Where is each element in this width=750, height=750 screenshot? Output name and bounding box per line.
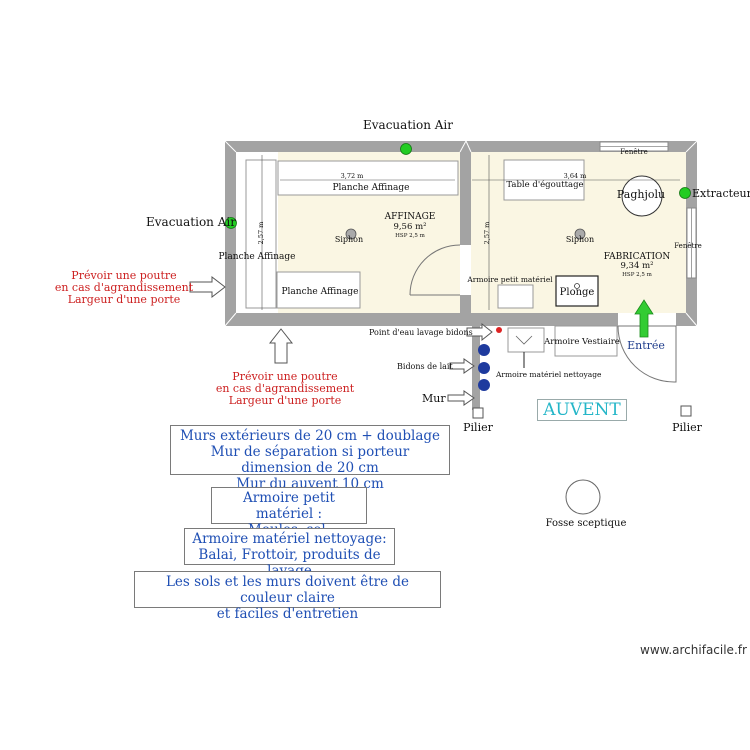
paghjolu bbox=[621, 175, 663, 217]
planche-top-label: Planche Affinage bbox=[333, 183, 410, 193]
poutre-bottom-line1: Prévoir une poutre bbox=[232, 370, 337, 383]
planche-bottom-label: Planche Affinage bbox=[282, 287, 359, 297]
plonge-drain bbox=[574, 283, 580, 289]
poutre-left-line3: Largeur d'une porte bbox=[68, 293, 181, 306]
poutre-left-line1: Prévoir une poutre bbox=[71, 269, 176, 282]
bidon-icon bbox=[478, 362, 490, 374]
pilier-left bbox=[472, 407, 484, 419]
note-sols-line1: Les sols et les murs doivent être de cou… bbox=[165, 574, 410, 606]
room-fabrication-name: FABRICATION bbox=[604, 252, 671, 262]
dim-top-left: 3,72 m bbox=[341, 172, 364, 180]
arrow-poutre-left-icon bbox=[189, 275, 226, 299]
siphon-right-icon bbox=[574, 228, 586, 240]
planche-left-label: Planche Affinage bbox=[219, 252, 296, 262]
evac-air-left-label: Evacuation Air bbox=[146, 215, 236, 229]
poutre-bottom-line3: Largeur d'une porte bbox=[229, 394, 342, 407]
entree-label: Entrée bbox=[627, 339, 665, 352]
fosse-label: Fosse sceptique bbox=[546, 518, 627, 529]
armoire-nettoyage-label: Armoire matériel nettoyage bbox=[495, 370, 602, 379]
note-armoire-petit: Armoire petit matériel : Moules, sel. bbox=[211, 487, 367, 538]
note-murs: Murs extérieurs de 20 cm + doublage Mur … bbox=[170, 425, 450, 492]
room-affinage-name: AFFINAGE bbox=[384, 212, 436, 222]
mur-auvent bbox=[472, 326, 480, 410]
siphon-left-label: Siphon bbox=[335, 235, 363, 244]
table-egouttage-label: Table d'égouttage bbox=[506, 179, 583, 190]
door-opening-interior bbox=[460, 245, 471, 295]
fosse-sceptique bbox=[565, 479, 601, 515]
note-armoire-nettoyage: Armoire matériel nettoyage: Balai, Frott… bbox=[184, 528, 395, 579]
planche-affinage-bottom bbox=[276, 271, 361, 309]
pilier-left-label: Pilier bbox=[463, 421, 493, 434]
arrow-point-eau-icon bbox=[466, 322, 493, 342]
bidon-icon bbox=[478, 344, 490, 356]
bidons-lait-label: Bidons de lait bbox=[397, 362, 453, 371]
dim-mid-vertical: 2,57 m bbox=[483, 222, 491, 245]
armoire-petit-label: Armoire petit matériel bbox=[466, 275, 553, 284]
dim-left-vertical: 2,57 m bbox=[257, 222, 265, 245]
evac-air-top-label: Evacuation Air bbox=[363, 118, 453, 132]
note-sols: Les sols et les murs doivent être de cou… bbox=[134, 571, 441, 622]
arrow-bidons-icon bbox=[449, 358, 475, 374]
arrow-poutre-bottom-icon bbox=[268, 328, 294, 364]
vent-top-icon bbox=[400, 143, 412, 155]
pilier-right bbox=[680, 405, 692, 417]
planche-affinage-left bbox=[245, 159, 277, 309]
dim-top-right: 3,64 m bbox=[564, 172, 587, 180]
room-fabrication-hsp: HSP 2,5 m bbox=[622, 272, 653, 278]
note-armoire-nett-line1: Armoire matériel nettoyage: bbox=[192, 531, 387, 547]
mur-label: Mur bbox=[422, 392, 446, 405]
armoire-nettoyage bbox=[507, 327, 545, 353]
planche-affinage-top bbox=[277, 160, 459, 196]
arrow-mur-icon bbox=[447, 390, 475, 406]
auvent-label: AUVENT bbox=[537, 399, 627, 421]
fenetre-top-label: Fenêtre bbox=[620, 148, 648, 156]
fenetre-right-label: Fenêtre bbox=[674, 242, 702, 250]
note-murs-line2: Mur de séparation si porteur dimension d… bbox=[210, 444, 410, 476]
siphon-left-icon bbox=[345, 228, 357, 240]
vent-left-icon bbox=[225, 217, 237, 229]
paghjolu-label: Paghjolu bbox=[617, 188, 665, 201]
poutre-left-line2: en cas d'agrandissement bbox=[55, 281, 194, 294]
pilier-right-label: Pilier bbox=[672, 421, 702, 434]
room-fabrication-area: 9,34 m² bbox=[620, 261, 653, 271]
poutre-bottom-line2: en cas d'agrandissement bbox=[216, 382, 355, 395]
door-swing-entree bbox=[617, 325, 677, 383]
armoire-petit-materiel bbox=[497, 284, 534, 309]
note-murs-line1: Murs extérieurs de 20 cm + doublage bbox=[179, 428, 441, 444]
bidon-icon bbox=[478, 379, 490, 391]
room-affinage-hsp: HSP 2,5 m bbox=[395, 233, 426, 239]
point-eau-icon bbox=[496, 327, 502, 333]
extracteur-label: Extracteur m bbox=[692, 187, 750, 200]
door-swing-interior bbox=[409, 244, 461, 296]
plonge bbox=[555, 275, 599, 307]
siphon-right-label: Siphon bbox=[566, 235, 594, 244]
armoire-vestiaire-label: Armoire Vestiaire bbox=[543, 337, 620, 347]
armoire-vestiaire bbox=[554, 325, 618, 357]
entree-arrow-icon bbox=[634, 299, 654, 338]
extracteur-icon bbox=[679, 187, 691, 199]
watermark: www.archifacile.fr bbox=[640, 643, 747, 657]
note-armoire-petit-line1: Armoire petit matériel : bbox=[243, 490, 335, 522]
point-eau-label: Point d'eau lavage bidons bbox=[369, 328, 473, 337]
room-affinage-area: 9,56 m² bbox=[393, 222, 426, 232]
note-sols-line2: et faciles d'entretien bbox=[216, 606, 359, 622]
plonge-label: Plonge bbox=[560, 287, 595, 298]
